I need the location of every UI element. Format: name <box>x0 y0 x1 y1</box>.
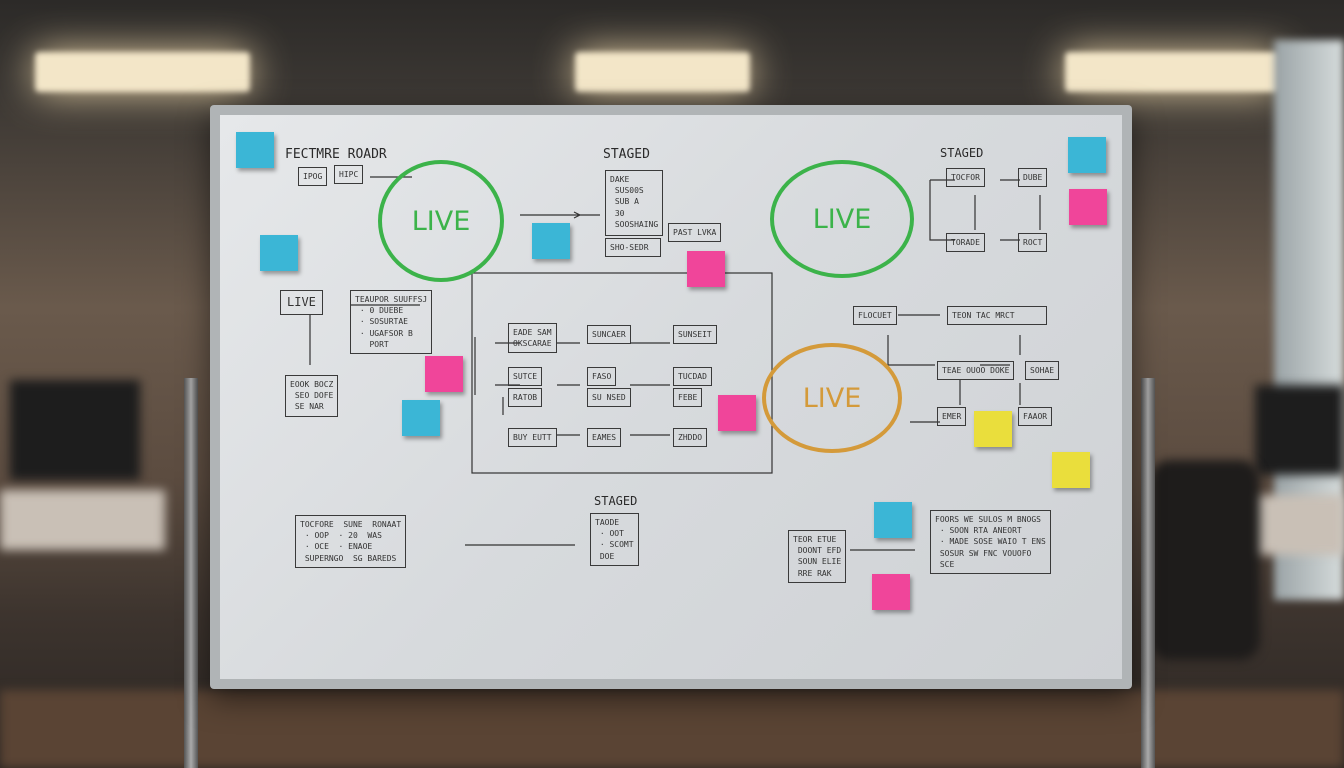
box: DUBE <box>1018 168 1048 188</box>
live-circle-orange: LIVE <box>762 343 902 453</box>
desk <box>0 490 165 550</box>
sticky-note-blue <box>260 235 298 271</box>
box: FOORS WE SULOS M BNOGS · SOON RTA ANEORT… <box>930 510 1051 574</box>
box: TEOR ETUE DOONT EFD SOUN ELIE RRE RAK <box>788 530 847 583</box>
monitor <box>10 380 140 480</box>
box: SHO-SEDR <box>605 238 661 258</box>
live-circle-green: LIVE <box>770 160 914 278</box>
stand-leg-right <box>1141 378 1155 768</box>
box: TUCDAD <box>673 367 712 387</box>
box: EMER <box>937 407 967 427</box>
board-heading: STAGED <box>940 146 984 160</box>
box: BUY EUTT <box>508 428 557 448</box>
box: FAAOR <box>1018 407 1053 427</box>
box: TEON TAC MRCT <box>947 306 1047 326</box>
board-heading: STAGED <box>603 147 650 162</box>
box: FLOCUET <box>853 306 897 326</box>
live-label: LIVE <box>812 203 872 235</box>
sticky-note-blue <box>532 223 570 259</box>
box: TAODE · OOT · SCOMT DOE <box>590 513 639 566</box>
box: ZHDDO <box>673 428 708 448</box>
box: SOHAE <box>1025 361 1060 381</box>
desk <box>1245 495 1344 555</box>
arrows <box>309 176 1041 551</box>
sticky-note-yellow <box>1052 452 1090 488</box>
monitor <box>1255 385 1344 475</box>
box: TORADE <box>946 233 985 253</box>
office-chair <box>1150 460 1260 660</box>
sticky-note-blue <box>874 502 912 538</box>
box: TOCFOR <box>946 168 985 188</box>
stand-leg-left <box>184 378 198 768</box>
ceiling-light <box>1065 52 1280 92</box>
ceiling-light <box>575 52 750 92</box>
box: IPOG <box>298 167 328 187</box>
box: SUNCAER <box>587 325 631 345</box>
whiteboard-surface <box>220 115 1122 679</box>
sticky-note-pink <box>425 356 463 392</box>
box: FASO <box>587 367 617 387</box>
box: EADE SAM OKSCARAE <box>508 323 557 354</box>
box: TEAE OUOO DOKE <box>937 361 1015 381</box>
box: TOCFORE SUNE RONAAT · OOP · 20 WAS · OCE… <box>295 515 407 568</box>
sticky-note-yellow <box>974 411 1012 447</box>
board-heading: STAGED <box>594 494 638 508</box>
box: EOOK BOCZ SEO DOFE SE NAR <box>285 375 339 417</box>
sticky-note-pink <box>1069 189 1107 225</box>
sticky-note-blue <box>402 400 440 436</box>
box: SUTCE <box>508 367 543 387</box>
sticky-note-pink <box>718 395 756 431</box>
sticky-note-blue <box>236 132 274 168</box>
sticky-note-pink <box>687 251 725 287</box>
box: SU NSED <box>587 388 631 408</box>
sticky-note-blue <box>1068 137 1106 173</box>
box: LIVE <box>280 290 323 315</box>
box: DAKE SUS00S SUB A 30 SOOSHAING <box>605 170 664 236</box>
box: RATOB <box>508 388 543 408</box>
live-label: LIVE <box>802 382 862 414</box>
box: ROCT <box>1018 233 1048 253</box>
sticky-note-pink <box>872 574 910 610</box>
box: FEBE <box>673 388 703 408</box>
whiteboard: FECTMRE ROADR STAGED STAGED STAGED LIVE … <box>210 105 1132 689</box>
ceiling-light <box>35 52 250 92</box>
live-label: LIVE <box>411 205 471 237</box>
live-circle-green: LIVE <box>378 160 504 282</box>
box: SUNSEIT <box>673 325 717 345</box>
box: TEAUPOR SUUFFSJ · 0 DUEBE · SOSURTAE · U… <box>350 290 433 354</box>
board-heading: FECTMRE ROADR <box>285 147 387 162</box>
box: HIPC <box>334 165 364 185</box>
box: PAST LVKA <box>668 223 722 243</box>
floor <box>0 690 1344 768</box>
box: EAMES <box>587 428 622 448</box>
